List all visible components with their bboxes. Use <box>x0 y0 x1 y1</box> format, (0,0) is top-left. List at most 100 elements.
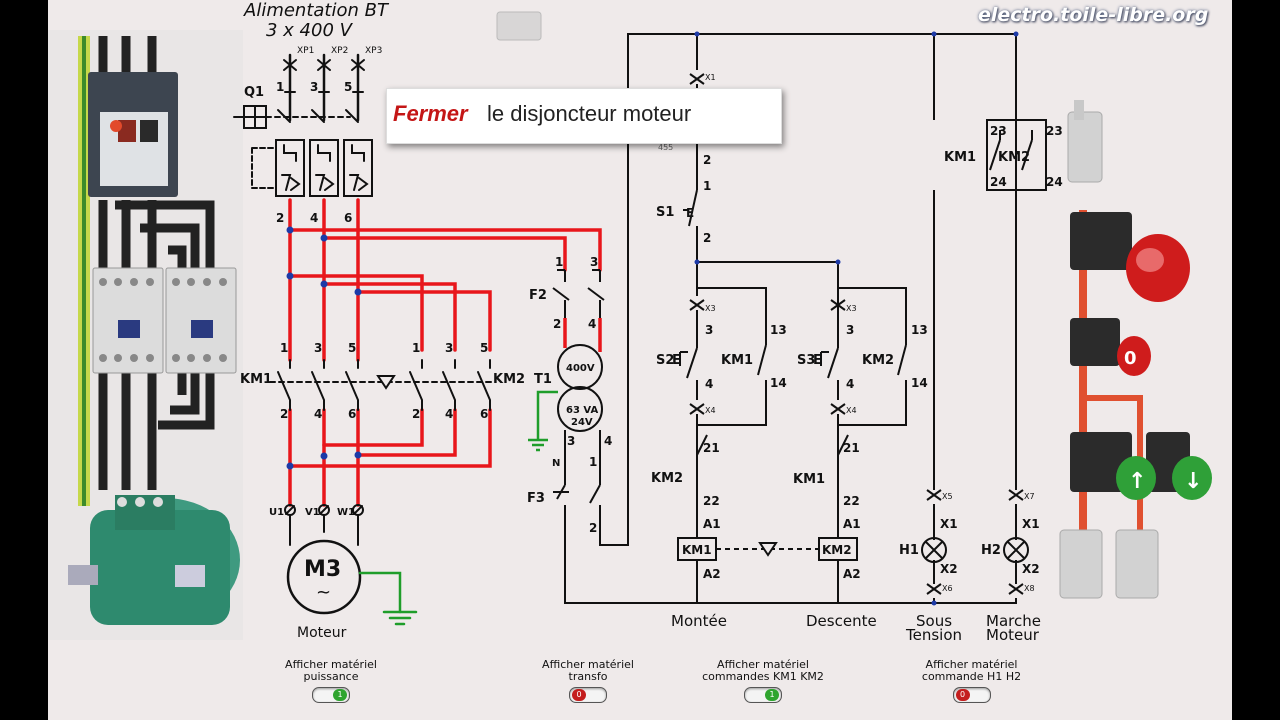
schematic-canvas: XP1 XP2 XP3 1 3 5 Q1 2 4 6 1 3 5 1 3 5 2… <box>48 0 1232 720</box>
schematic-svg: XP1 XP2 XP3 1 3 5 Q1 2 4 6 1 3 5 1 3 5 2… <box>48 11 1212 644</box>
fuse-f2-label: F2 <box>529 288 547 303</box>
neutral-label: N <box>552 458 560 469</box>
lamp-x2: X2 <box>1022 562 1040 576</box>
pole-label: 5 <box>344 80 352 94</box>
ctrl-num: 2 <box>703 153 711 167</box>
terminal-label: W1 <box>337 507 355 518</box>
hidden-number: 455 <box>658 143 673 152</box>
equipment-photo <box>48 30 243 640</box>
ctrl-num: 14 <box>770 376 787 390</box>
contact-23: 23 <box>1046 124 1063 138</box>
ctrl-num: 21 <box>703 441 720 455</box>
toggle-switch[interactable]: 0 <box>569 687 607 703</box>
label-tension: Tension <box>905 626 962 644</box>
km-pole: 1 <box>412 341 420 355</box>
supply-title: Alimentation BT <box>244 0 388 21</box>
coil-km1: KM1 <box>682 543 712 557</box>
f2-num: 2 <box>553 317 561 331</box>
pole-label: 4 <box>310 211 318 225</box>
motor-tilde: ~ <box>316 582 331 603</box>
contact-23: 23 <box>990 124 1007 138</box>
toggle-line2: commande H1 H2 <box>921 670 1022 683</box>
ctrl-num: 22 <box>703 494 720 508</box>
down-arrow-icon: ↓ <box>1184 469 1202 494</box>
pole-label: 2 <box>276 211 284 225</box>
control-circuit <box>677 34 1047 604</box>
supply-voltage: 3 x 400 V <box>266 20 352 41</box>
toggle-power-display[interactable]: Afficher matériel puissance 1 <box>266 659 396 703</box>
terminal-x8: X8 <box>1024 584 1035 593</box>
km2-interlock-label: KM2 <box>651 471 683 486</box>
secondary-voltage: 24V <box>571 417 593 428</box>
site-watermark: electro.toile-libre.org <box>978 4 1209 26</box>
fullscreen-icon[interactable] <box>496 11 542 41</box>
ctrl-num: 4 <box>705 377 713 391</box>
toggle-line2: puissance <box>303 670 359 683</box>
toggle-line2: commandes KM1 KM2 <box>702 670 824 683</box>
km1-interlock-label: KM1 <box>793 472 825 487</box>
s1-label: S1 <box>656 205 674 220</box>
right-letterbox <box>1232 0 1280 720</box>
km-pole: 5 <box>480 341 488 355</box>
km-pole: 6 <box>348 407 356 421</box>
callout-text: le disjoncteur moteur <box>487 101 692 126</box>
ctrl-num: A1 <box>703 517 721 531</box>
pushbutton-photo <box>1059 100 1212 599</box>
toggle-transfo-display[interactable]: Afficher matériel transfo 0 <box>523 659 653 703</box>
secondary-power: 63 VA <box>566 405 598 416</box>
toggle-switch[interactable]: 1 <box>744 687 782 703</box>
instruction-callout: Fermer le disjoncteur moteur <box>386 88 782 144</box>
up-arrow-icon: ↑ <box>1128 469 1146 494</box>
ctrl-num: 4 <box>846 377 854 391</box>
primary-voltage: 400V <box>566 363 595 374</box>
terminal-label: V1 <box>305 507 320 518</box>
transfo-num: 3 <box>567 434 575 448</box>
toggle-knob-off: 0 <box>572 689 586 701</box>
toggle-knob-on: 1 <box>333 689 347 701</box>
ctrl-num: 21 <box>843 441 860 455</box>
toggle-km-display[interactable]: Afficher matériel commandes KM1 KM2 1 <box>688 659 838 703</box>
phase-label: XP1 <box>297 46 314 56</box>
km2-label: KM2 <box>493 372 525 387</box>
f2-num: 1 <box>555 255 563 269</box>
callout-emphasis: Fermer <box>393 101 468 126</box>
s3-label: S3 <box>797 353 815 368</box>
transfo-num: 1 <box>589 455 597 469</box>
ctrl-num: 1 <box>703 179 711 193</box>
lamp-x1: X1 <box>940 517 958 531</box>
h2-label: H2 <box>981 543 1001 558</box>
stop-button-glyph: 0 <box>1124 348 1137 369</box>
ctrl-num: 13 <box>911 323 928 337</box>
contact-24: 24 <box>990 175 1007 189</box>
label-montee: Montée <box>671 612 727 630</box>
toggle-line2: transfo <box>568 670 608 683</box>
hold-km2: KM2 <box>998 150 1030 165</box>
transfo-circuit <box>528 33 1017 604</box>
power-circuit <box>233 53 602 626</box>
toggle-line1: Afficher matériel <box>542 658 634 671</box>
ctrl-num: 3 <box>846 323 854 337</box>
s2-label: S2 <box>656 353 674 368</box>
toggle-switch[interactable]: 1 <box>312 687 350 703</box>
f2-num: 3 <box>590 255 598 269</box>
contact-24: 24 <box>1046 175 1063 189</box>
f2-num: 4 <box>588 317 596 331</box>
km1-contact-label: KM1 <box>721 353 753 368</box>
breaker-label: Q1 <box>244 85 264 100</box>
km-pole: 3 <box>445 341 453 355</box>
km-pole: 3 <box>314 341 322 355</box>
toggle-switch[interactable]: 0 <box>952 687 991 703</box>
lamp-x2: X2 <box>940 562 958 576</box>
toggle-lamp-display[interactable]: Afficher matériel commande H1 H2 0 <box>904 659 1039 703</box>
km-pole: 2 <box>280 407 288 421</box>
ctrl-num: A2 <box>843 567 861 581</box>
coil-km2: KM2 <box>822 543 852 557</box>
motor-label: Moteur <box>297 625 347 641</box>
toggle-knob-off: 0 <box>955 689 970 701</box>
toggle-line1: Afficher matériel <box>717 658 809 671</box>
label-descente: Descente <box>806 612 877 630</box>
phase-label: XP3 <box>365 46 382 56</box>
motor-symbol: M3 <box>304 557 341 582</box>
ctrl-num: 3 <box>705 323 713 337</box>
transfo-label: T1 <box>534 372 552 387</box>
